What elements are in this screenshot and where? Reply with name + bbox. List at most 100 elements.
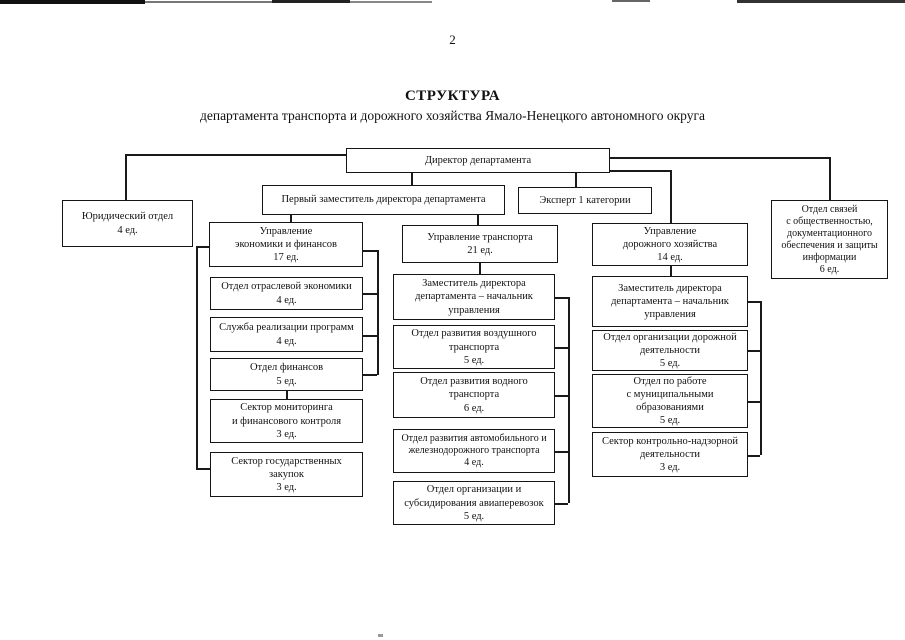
connector-line <box>748 401 760 403</box>
org-box-monitoring: Сектор мониторинга и финансового контрол… <box>210 399 363 443</box>
connector-line <box>377 250 379 375</box>
org-box-water: Отдел развития водного транспорта 6 ед. <box>393 372 555 418</box>
connector-line <box>363 335 377 337</box>
scan-artifact <box>350 1 432 3</box>
connector-line <box>829 157 831 200</box>
connector-line <box>196 246 198 468</box>
org-box-label: Отдел по работе с муниципальными образов… <box>626 375 714 413</box>
org-box-econ: Управление экономики и финансов 17 ед. <box>209 222 363 267</box>
org-box-deputy-road: Заместитель директора департамента – нач… <box>592 276 748 327</box>
title-block: СТРУКТУРА департамента транспорта и доро… <box>0 88 905 124</box>
connector-line <box>290 215 292 223</box>
org-box-count: 6 ед. <box>819 263 840 275</box>
connector-line <box>760 301 762 455</box>
org-box-count: 3 ед. <box>659 462 681 474</box>
connector-line <box>363 250 377 252</box>
connector-line <box>196 468 210 470</box>
connector-line <box>555 503 568 505</box>
page-subtitle: департамента транспорта и дорожного хозя… <box>199 108 706 123</box>
org-box-label: Директор департамента <box>424 154 532 166</box>
org-box-count: 5 ед. <box>463 354 485 366</box>
connector-line <box>555 297 568 299</box>
org-box-road-org: Отдел организации дорожной деятельности … <box>592 330 748 371</box>
connector-line <box>555 395 568 397</box>
connector-line <box>555 451 568 453</box>
connector-line <box>748 301 760 303</box>
connector-line <box>363 293 377 295</box>
org-box-count: 4 ед. <box>464 457 484 468</box>
org-box-pr: Отдел связей с общественностью, документ… <box>771 200 888 279</box>
org-box-count: 3 ед. <box>276 428 297 440</box>
org-box-label: Сектор мониторинга и финансового контрол… <box>231 402 342 427</box>
org-box-label: Эксперт 1 категории <box>539 194 631 206</box>
org-box-label: Управление транспорта <box>427 231 533 243</box>
connector-line <box>555 347 568 349</box>
org-box-expert: Эксперт 1 категории <box>518 187 652 214</box>
scan-artifact <box>272 0 350 3</box>
org-box-deputy-transport: Заместитель директора департамента – нач… <box>393 274 555 320</box>
org-box-label: Отдел связей с общественностью, документ… <box>781 203 878 263</box>
org-box-count: 4 ед. <box>276 294 297 306</box>
scan-artifact <box>0 0 145 4</box>
scan-artifact <box>145 1 275 3</box>
org-box-director: Директор департамента <box>346 148 610 173</box>
scan-artifact <box>612 0 650 2</box>
org-box-municipal: Отдел по работе с муниципальными образов… <box>592 374 748 428</box>
org-box-count: 5 ед. <box>276 375 297 387</box>
org-box-aviation: Отдел организации и субсидирования авиап… <box>393 481 555 525</box>
org-box-finance: Отдел финансов 5 ед. <box>210 358 363 391</box>
org-box-label: Первый заместитель директора департамент… <box>281 194 486 206</box>
connector-line <box>411 172 413 186</box>
connector-line <box>670 170 672 223</box>
org-box-label: Сектор государственных закупок <box>231 455 342 480</box>
org-box-count: 5 ед. <box>659 358 681 370</box>
connector-line <box>477 215 479 226</box>
connector-line <box>363 374 377 376</box>
org-box-first-deputy: Первый заместитель директора департамент… <box>262 185 505 215</box>
org-box-label: Заместитель директора департамента – нач… <box>611 282 729 320</box>
org-box-road: Управление дорожного хозяйства 14 ед. <box>592 223 748 266</box>
org-box-label: Служба реализации программ <box>219 322 354 334</box>
connector-line <box>748 350 760 352</box>
scan-artifact <box>737 0 905 3</box>
org-box-branch-econ: Отдел отраслевой экономики 4 ед. <box>210 277 363 310</box>
org-box-auto-rail: Отдел развития автомобильного и железнод… <box>393 429 555 473</box>
org-box-label: Отдел развития водного транспорта <box>420 376 528 401</box>
org-box-count: 5 ед. <box>463 510 485 522</box>
org-box-programs: Служба реализации программ 4 ед. <box>210 317 363 352</box>
org-box-count: 4 ед. <box>276 335 297 347</box>
org-box-procurement: Сектор государственных закупок 3 ед. <box>210 452 363 497</box>
org-box-count: 17 ед. <box>273 252 299 264</box>
connector-line <box>610 170 670 172</box>
connector-line <box>670 266 672 276</box>
org-box-label: Отдел организации дорожной деятельности <box>603 331 737 356</box>
connector-line <box>568 297 570 503</box>
connector-line <box>286 391 288 400</box>
org-box-label: Отдел отраслевой экономики <box>221 281 352 293</box>
connector-line <box>479 263 481 275</box>
org-box-label: Отдел развития воздушного транспорта <box>411 328 537 353</box>
org-box-label: Отдел организации и субсидирования авиап… <box>404 484 544 509</box>
org-box-label: Отдел развития автомобильного и железнод… <box>401 433 547 456</box>
org-box-count: 6 ед. <box>463 402 485 414</box>
org-box-air: Отдел развития воздушного транспорта 5 е… <box>393 325 555 369</box>
org-box-count: 14 ед. <box>657 252 683 264</box>
org-box-count: 4 ед. <box>117 224 138 236</box>
connector-line <box>575 172 577 188</box>
org-box-count: 21 ед. <box>467 245 493 256</box>
connector-line <box>748 455 760 457</box>
page-number: 2 <box>449 32 456 47</box>
page-title: СТРУКТУРА <box>404 88 501 104</box>
connector-line <box>610 157 829 159</box>
org-box-label: Отдел финансов <box>249 362 324 374</box>
org-box-label: Управление дорожного хозяйства <box>622 225 718 250</box>
org-box-count: 5 ед. <box>659 415 681 427</box>
org-box-label: Управление экономики и финансов <box>234 225 338 250</box>
org-box-control: Сектор контрольно-надзорной деятельности… <box>592 432 748 477</box>
scan-artifact <box>378 634 383 637</box>
org-box-label: Заместитель директора департамента – нач… <box>415 278 533 316</box>
connector-line <box>196 246 209 248</box>
org-box-transport: Управление транспорта 21 ед. <box>402 225 558 263</box>
org-box-legal: Юридический отдел 4 ед. <box>62 200 193 247</box>
